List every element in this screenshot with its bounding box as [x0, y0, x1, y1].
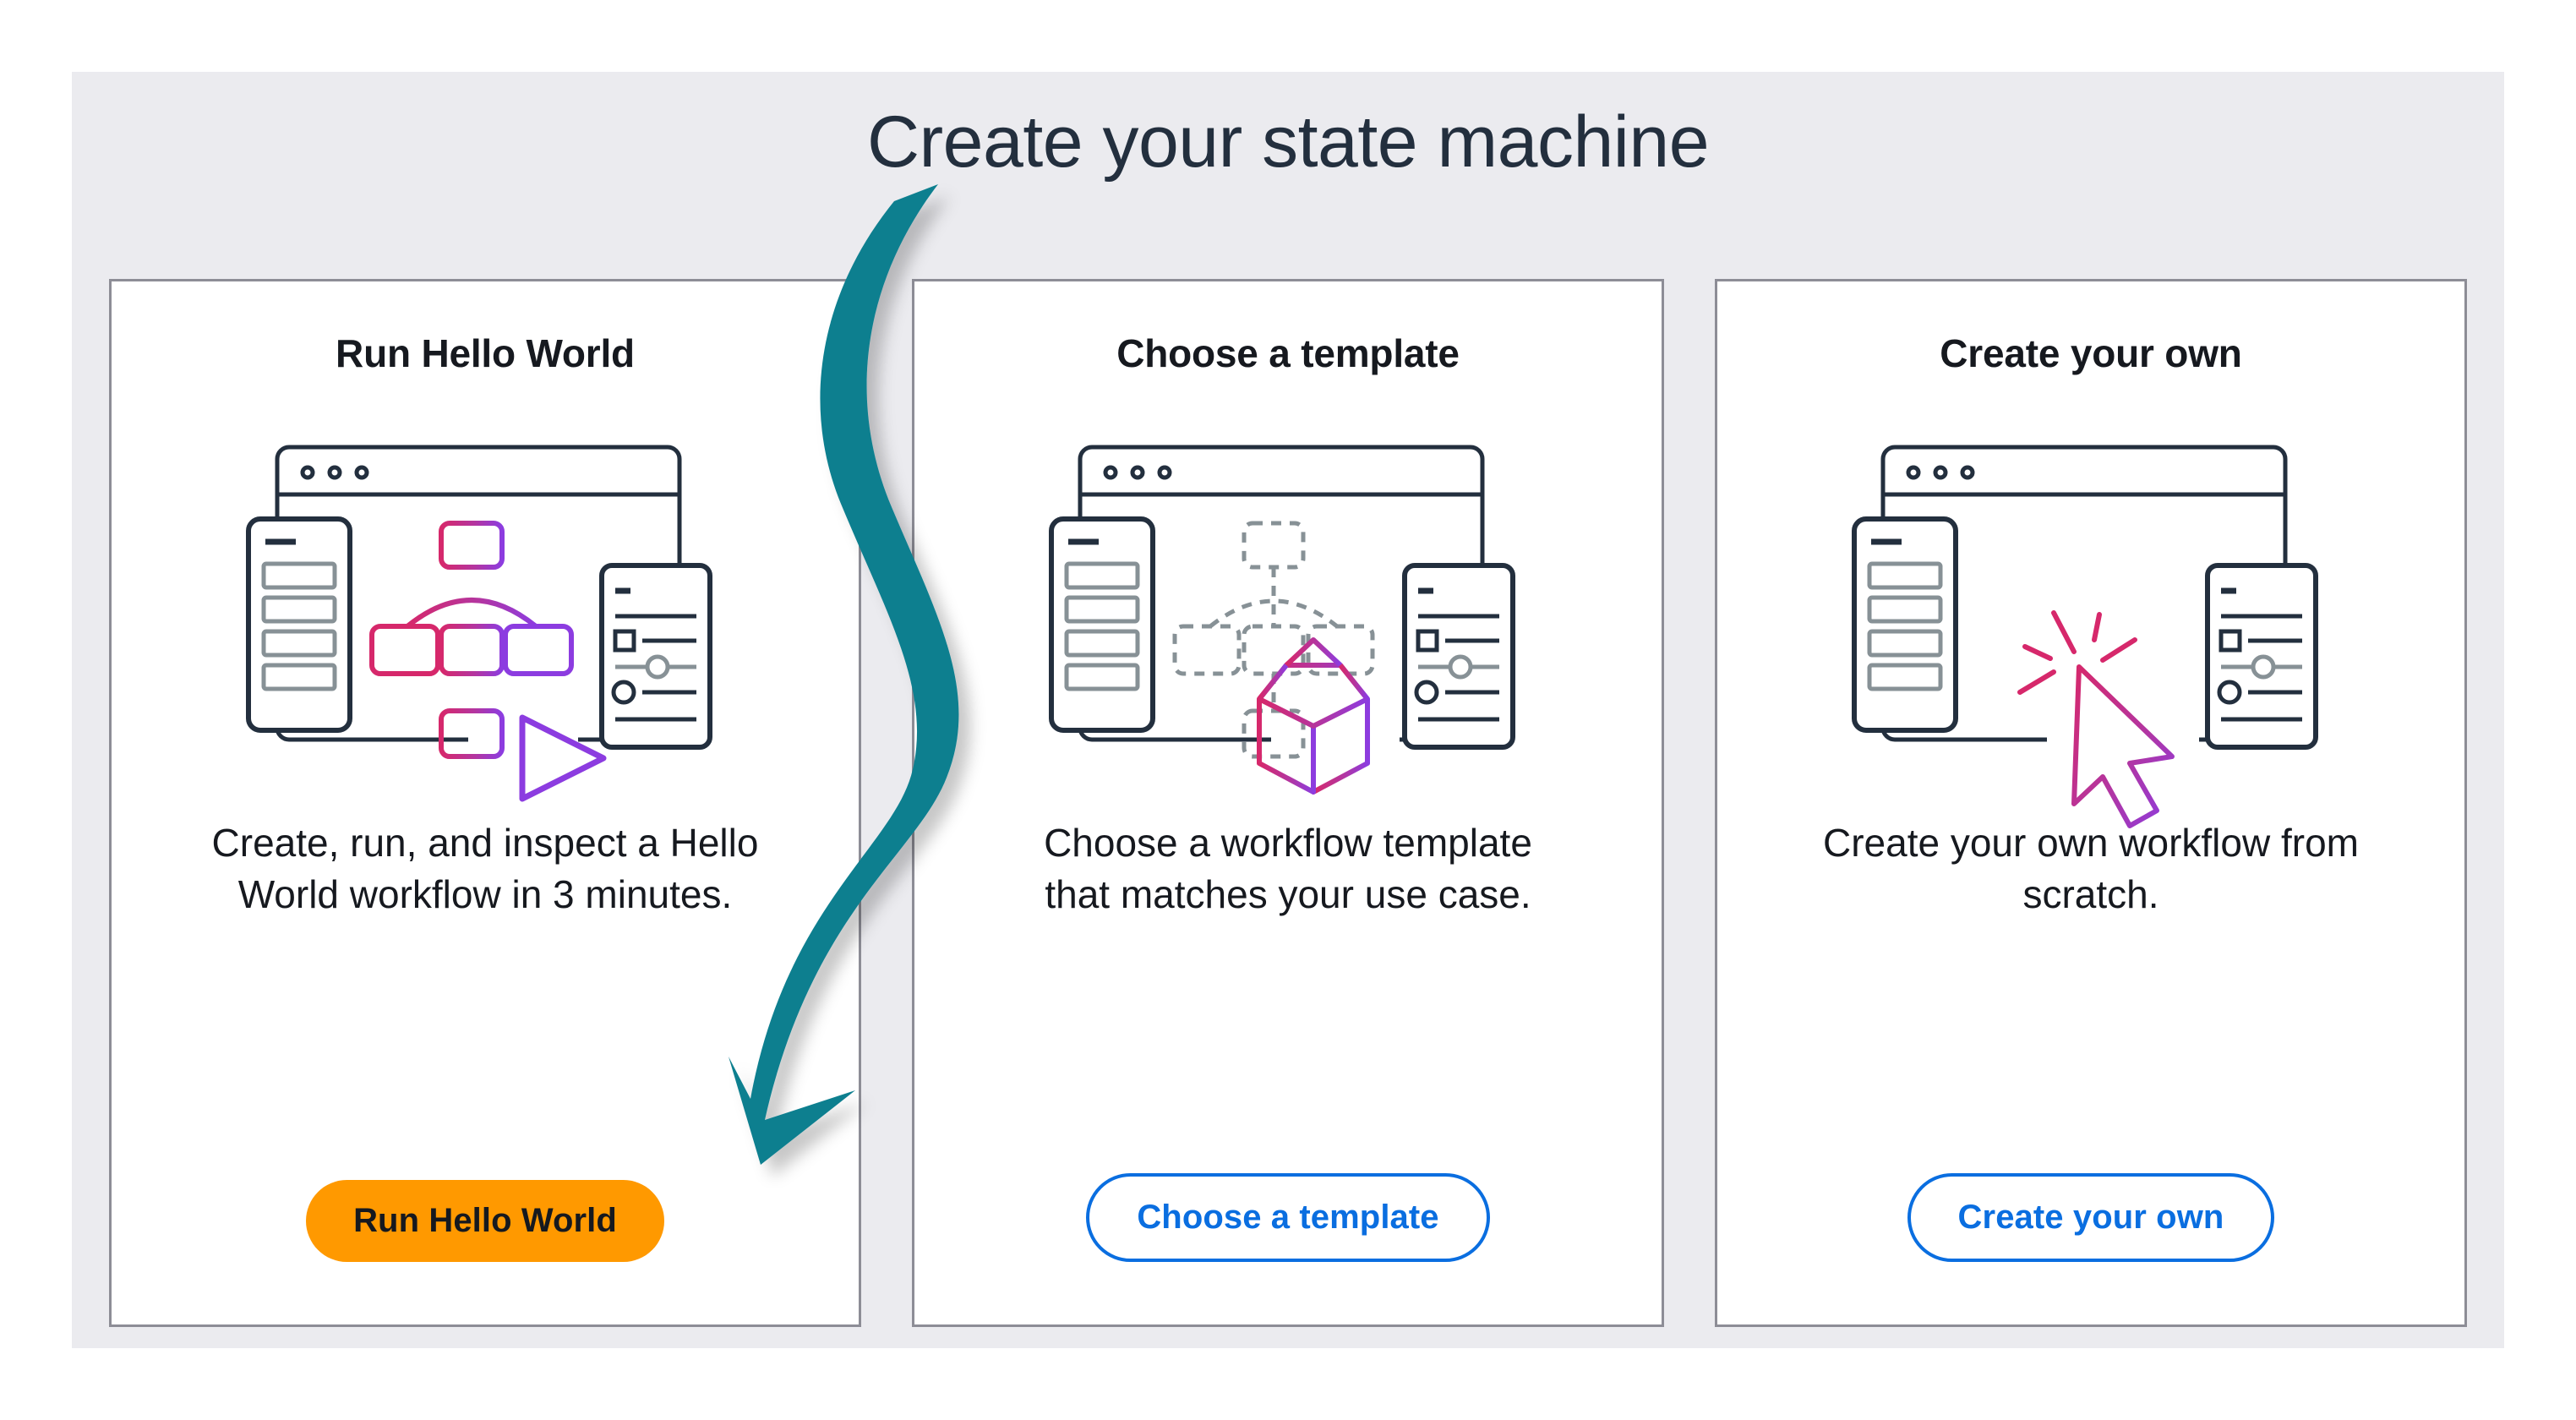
- create-your-own-button[interactable]: Create your own: [1907, 1173, 2275, 1262]
- choose-a-template-button[interactable]: Choose a template: [1086, 1173, 1490, 1262]
- option-card-create-your-own[interactable]: Create your own: [1715, 279, 2467, 1327]
- config-panel-icon: [599, 563, 712, 750]
- sidebar-panel-icon: [1049, 516, 1155, 733]
- card-description: Create your own workflow from scratch.: [1823, 821, 2359, 916]
- option-card-list: Run Hello World: [109, 279, 2467, 1327]
- illustration-workflow-graph: [215, 413, 756, 802]
- config-panel-icon: [1402, 563, 1515, 750]
- run-hello-world-button[interactable]: Run Hello World: [306, 1180, 664, 1262]
- card-action-area: Choose a template: [914, 1173, 1662, 1262]
- create-state-machine-panel: Create your state machine Run Hello Worl…: [72, 72, 2504, 1348]
- card-title: Create your own: [1940, 331, 2242, 375]
- option-card-run-hello-world[interactable]: Run Hello World: [109, 279, 861, 1327]
- workflow-nodes-icon: [369, 521, 574, 759]
- sidebar-panel-icon: [1852, 516, 1958, 733]
- open-box-icon: [1257, 637, 1370, 795]
- card-title: Choose a template: [1116, 331, 1460, 375]
- sidebar-panel-icon: [246, 516, 352, 733]
- card-description: Choose a workflow template that matches …: [1044, 821, 1532, 916]
- card-title: Run Hello World: [336, 331, 635, 375]
- play-icon: [519, 714, 607, 802]
- cursor-icon: [2071, 664, 2175, 828]
- illustration-click-cursor: [1820, 413, 2361, 828]
- config-panel-icon: [2205, 563, 2318, 750]
- browser-dots-icon: [1906, 465, 1975, 480]
- browser-dots-icon: [300, 465, 369, 480]
- card-action-area: Create your own: [1717, 1173, 2464, 1262]
- illustration-template-box: [1018, 413, 1558, 795]
- dashed-workflow-nodes-icon: [1172, 521, 1375, 759]
- page-title: Create your state machine: [866, 101, 1710, 183]
- click-sparkle-icon: [2017, 610, 2137, 695]
- card-description: Create, run, and inspect a Hello World w…: [211, 821, 759, 916]
- card-action-area: Run Hello World: [112, 1180, 859, 1262]
- browser-dots-icon: [1103, 465, 1172, 480]
- option-card-choose-template[interactable]: Choose a template: [912, 279, 1664, 1327]
